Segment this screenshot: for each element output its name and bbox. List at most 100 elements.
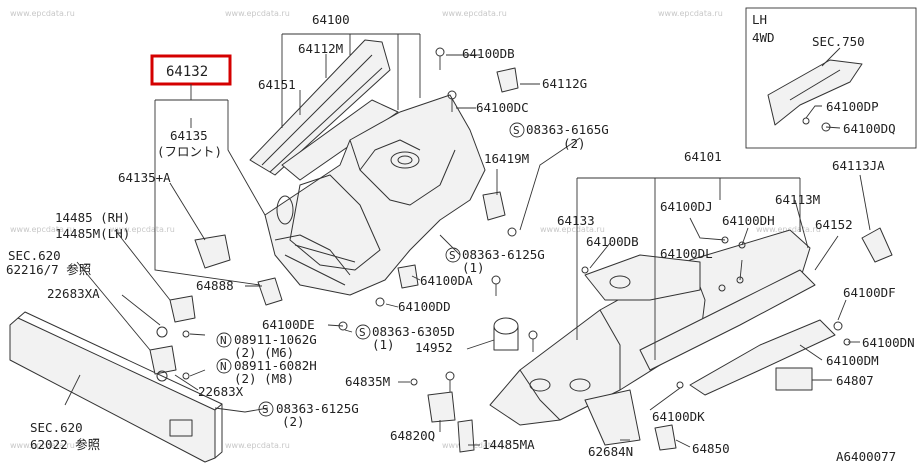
label-64807[interactable]: 64807 (836, 373, 874, 388)
member-64100dm-part[interactable] (689, 319, 836, 396)
bracket-62684n-part[interactable] (584, 389, 641, 446)
label-64100dc[interactable]: 64100DC (476, 100, 529, 115)
watermark: www.epcdata.ru (10, 9, 75, 18)
s-symbol-icon (258, 401, 274, 417)
label-64100de[interactable]: 64100DE (262, 317, 315, 332)
label-08911-1062g-qty: (2) (M6) (234, 345, 294, 360)
label-64100dj[interactable]: 64100DJ (660, 199, 713, 214)
inset-section-ref: SEC.750 (812, 34, 865, 49)
label-64112g[interactable]: 64112G (542, 76, 587, 91)
label-64113m[interactable]: 64113M (775, 192, 820, 207)
label-64100df[interactable]: 64100DF (843, 285, 896, 300)
watermark: www.epcdata.ru (658, 9, 723, 18)
label-08911-1062g[interactable]: 08911-1062G (234, 332, 317, 347)
n-symbol-icon (216, 332, 232, 348)
label-08363-6125g-a[interactable]: 08363-6125G (462, 247, 545, 262)
label-64100db[interactable]: 64100DB (462, 46, 515, 61)
label-08363-6125g-b[interactable]: 08363-6125G (276, 401, 359, 416)
bracket-64112g-part[interactable] (496, 67, 519, 93)
label-64100[interactable]: 64100 (312, 12, 350, 27)
svg-text:S: S (359, 326, 366, 339)
bracket-64820q-part[interactable] (427, 391, 456, 423)
pad-64807-part[interactable] (775, 367, 813, 391)
label-64100dh[interactable]: 64100DH (722, 213, 775, 228)
lh-4wd-inset: LH 4WD SEC.750 (745, 7, 917, 149)
label-64112m[interactable]: 64112M (298, 41, 343, 56)
svg-text:S: S (513, 124, 520, 137)
watermark: www.epcdata.ru (10, 225, 75, 234)
bumper-reinforcement-assembly (9, 295, 223, 463)
inset-title: LH (752, 12, 767, 27)
label-64100dp[interactable]: 64100DP (826, 99, 879, 114)
watermark: www.epcdata.ru (756, 225, 821, 234)
leader-lines (64, 33, 871, 448)
label-08363-6125g-a-qty: (1) (462, 260, 485, 275)
label-08363-6125g-b-qty: (2) (282, 414, 305, 429)
label-14485m-lh[interactable]: 14485M(LH) (55, 226, 130, 241)
bracket-16419m-part[interactable] (482, 191, 506, 221)
label-64100dm[interactable]: 64100DM (826, 353, 879, 368)
label-62684n[interactable]: 62684N (588, 444, 633, 459)
label-64850[interactable]: 64850 (692, 441, 730, 456)
extension-64133-part[interactable] (584, 254, 701, 301)
label-64101[interactable]: 64101 (684, 149, 722, 164)
label-64835m[interactable]: 64835M (345, 374, 390, 389)
label-08363-6165g-qty: (2) (563, 136, 586, 151)
svg-text:S: S (449, 249, 456, 262)
svg-text:N: N (220, 334, 227, 347)
bracket-64888-part[interactable] (257, 277, 283, 306)
s-symbol-icon (355, 324, 371, 340)
label-22683x[interactable]: 22683X (198, 384, 244, 399)
label-14485ma[interactable]: 14485MA (482, 437, 535, 452)
label-64100dq[interactable]: 64100DQ (843, 121, 896, 136)
inset-subtitle: 4WD (752, 30, 775, 45)
label-sec620-b[interactable]: SEC.620 (30, 420, 83, 435)
watermark: www.epcdata.ru (225, 9, 290, 18)
label-64113ja[interactable]: 64113JA (832, 158, 885, 173)
bracket-part[interactable] (194, 234, 231, 269)
label-64135[interactable]: 64135 (170, 128, 208, 143)
hoodledge-reinforcement-part[interactable] (281, 99, 399, 181)
label-64151[interactable]: 64151 (258, 77, 296, 92)
label-08363-6165g[interactable]: 08363-6165G (526, 122, 609, 137)
label-64152[interactable]: 64152 (815, 217, 853, 232)
left-apron-assembly (194, 39, 519, 331)
bracket-14485ma-part[interactable] (457, 419, 475, 453)
front-side-member-part[interactable] (489, 229, 811, 426)
bracket-64113ja-part[interactable] (861, 227, 893, 263)
label-64888[interactable]: 64888 (196, 278, 234, 293)
watermark: www.epcdata.ru (110, 225, 175, 234)
label-08911-6082h[interactable]: 08911-6082H (234, 358, 317, 373)
bracket-64850-part[interactable] (654, 424, 677, 451)
label-14485-rh[interactable]: 14485 (RH) (55, 210, 130, 225)
label-64100dl[interactable]: 64100DL (660, 246, 713, 261)
member-64113m-part[interactable] (639, 269, 816, 371)
n-symbol-icon (216, 358, 232, 374)
watermark: www.epcdata.ru (540, 225, 605, 234)
bracket-22683x-part[interactable] (149, 345, 177, 375)
label-64100dk[interactable]: 64100DK (652, 409, 705, 424)
label-64132[interactable]: 64132 (166, 64, 208, 80)
label-22683xa[interactable]: 22683XA (47, 286, 100, 301)
label-08363-6305d-qty: (1) (372, 337, 395, 352)
label-64133[interactable]: 64133 (557, 213, 595, 228)
label-08363-6305d[interactable]: 08363-6305D (372, 324, 455, 339)
watermark: www.epcdata.ru (442, 441, 507, 450)
label-64100db-b[interactable]: 64100DB (586, 234, 639, 249)
label-64100dd[interactable]: 64100DD (398, 299, 451, 314)
label-sec620-a[interactable]: SEC.620 (8, 248, 61, 263)
watermark: www.epcdata.ru (442, 9, 507, 18)
label-16419m[interactable]: 16419M (484, 151, 529, 166)
label-sec620-a-ref: 62216/7 参照 (6, 262, 91, 277)
label-64100da[interactable]: 64100DA (420, 273, 473, 288)
clamp-14952-part[interactable] (493, 317, 519, 335)
label-64100dn[interactable]: 64100DN (862, 335, 915, 350)
label-64135a[interactable]: 64135+A (118, 170, 171, 185)
inset-bracket-part[interactable] (767, 59, 863, 126)
label-64820q[interactable]: 64820Q (390, 428, 435, 443)
label-14952[interactable]: 14952 (415, 340, 453, 355)
s-symbol-icon (509, 122, 525, 138)
bracket-22683xa-part[interactable] (169, 295, 196, 323)
